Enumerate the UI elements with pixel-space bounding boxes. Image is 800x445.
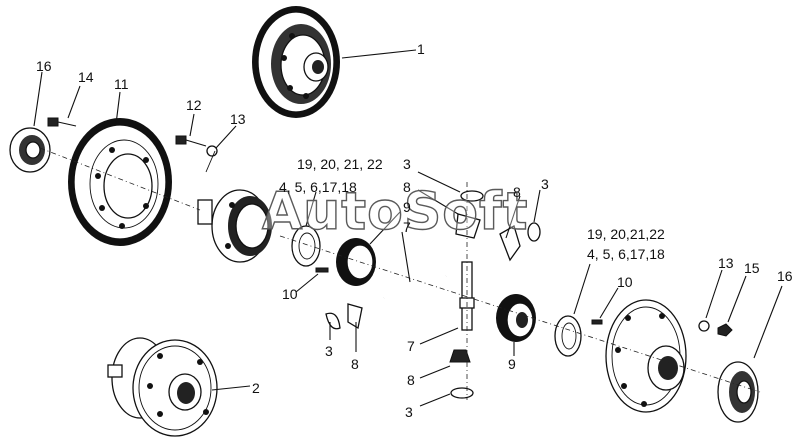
callout-8-top-mid: 8 (403, 179, 411, 195)
callout-9-bottom: 9 (508, 356, 516, 372)
callout-12: 12 (186, 97, 202, 113)
part-7-cross-shaft (459, 261, 475, 331)
leader-10-left (295, 273, 319, 293)
callout-7-bottom: 7 (407, 338, 415, 354)
leader-7-top (401, 231, 411, 283)
callout-set-4-18-right: 4, 5, 6,17,18 (587, 246, 665, 262)
part-3-washer-top-right (527, 222, 541, 242)
callout-set-19-22-left: 19, 20, 21, 22 (297, 156, 383, 172)
part-8-pinion-left-bottom (347, 303, 363, 330)
callout-16-right: 16 (777, 268, 793, 284)
part-12-bolt (175, 135, 207, 147)
leader-16-left (33, 71, 43, 127)
callout-set-19-22-right: 19, 20,21,22 (587, 226, 665, 242)
callout-13-right: 13 (718, 255, 734, 271)
callout-16-left: 16 (36, 58, 52, 74)
leader-3-bottom (419, 393, 451, 407)
part-8-pinion-top-mid (455, 213, 481, 239)
case-half-center (197, 189, 272, 263)
leader-1 (341, 49, 417, 59)
part-16-bearing-right (717, 361, 759, 423)
part-9-side-gear-right (496, 294, 536, 342)
part-3-washer-left-bottom (325, 312, 341, 330)
callout-set-4-18-left: 4, 5, 6,17,18 (279, 179, 357, 195)
thrust-washer-right (554, 315, 582, 357)
axis-left (39, 147, 201, 211)
part-7-shaft-top (383, 273, 447, 301)
callout-13-left: 13 (230, 111, 246, 127)
part-2-differential-case (107, 337, 218, 437)
part-10-pin-left (315, 267, 329, 273)
part-8-pinion-bottom (449, 349, 471, 363)
callout-10-right: 10 (617, 274, 633, 290)
leader-12 (189, 113, 195, 137)
part-10-pin-right (591, 319, 603, 325)
part-13-lock-tab-left (205, 145, 218, 173)
leader-8-top-mid (417, 189, 459, 215)
leader-15 (727, 275, 747, 323)
leader-set-right (573, 263, 591, 315)
thrust-washer-left (291, 225, 321, 267)
part-11-ring-gear (68, 118, 172, 246)
leader-11 (115, 91, 121, 125)
callout-14: 14 (78, 69, 94, 85)
leader-14 (67, 85, 81, 119)
leader-10-right (599, 287, 619, 319)
callout-3-top-mid: 3 (403, 156, 411, 172)
callout-10-left: 10 (282, 286, 298, 302)
axis-right (279, 235, 761, 393)
leader-9-top (369, 211, 401, 245)
part-3-washer-bottom (450, 387, 474, 399)
leader-13-right (705, 269, 723, 319)
watermark: AutoSoft (261, 181, 529, 242)
part-14-bolt (47, 117, 77, 127)
leader-13-left (215, 125, 237, 149)
callout-2: 2 (252, 380, 260, 396)
callout-3-top-right: 3 (541, 176, 549, 192)
part-15-nut (717, 323, 733, 337)
callout-8-bottom: 8 (407, 372, 415, 388)
leader-3-top-mid (417, 171, 461, 193)
callout-11: 11 (114, 76, 129, 92)
leader-8-top-right (505, 195, 521, 239)
callout-3-bottom: 3 (405, 404, 413, 420)
callout-9-top: 9 (403, 199, 411, 215)
callout-15: 15 (744, 260, 760, 276)
part-13-lock-tab-right (698, 320, 710, 332)
callout-7-top: 7 (403, 219, 411, 235)
leader-2 (211, 385, 251, 391)
callout-8-top-right: 8 (513, 184, 521, 200)
callout-1: 1 (417, 41, 425, 57)
leader-7-bottom (419, 327, 459, 345)
leader-8-bottom (419, 365, 451, 379)
side-gear-center (336, 238, 376, 286)
part-16-bearing-left (9, 127, 51, 173)
leader-set-left (305, 191, 317, 227)
part-1-ring-gear (252, 6, 340, 118)
part-3-washer-top-mid (460, 190, 484, 202)
leader-3-top-right (533, 189, 541, 223)
callout-8-left-bottom: 8 (351, 356, 359, 372)
leader-16-right (753, 285, 783, 359)
right-case-half (605, 299, 687, 413)
callout-3-left-bottom: 3 (325, 343, 333, 359)
